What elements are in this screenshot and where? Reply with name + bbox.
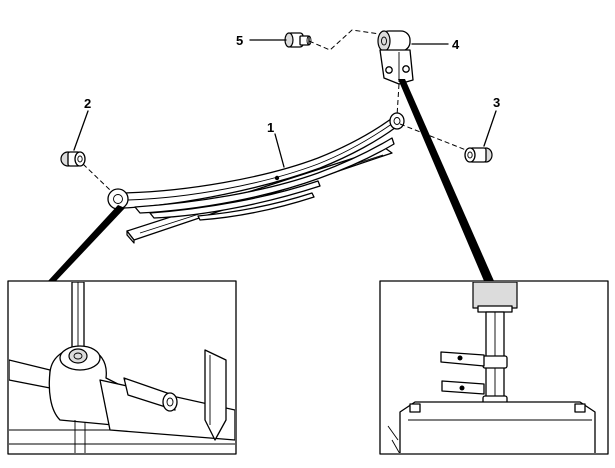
callouts: 1 2 3 4 5: [84, 33, 500, 135]
callout-1: 1: [267, 120, 274, 135]
callout-4: 4: [452, 37, 460, 52]
shackle: [377, 30, 414, 85]
callout-2: 2: [84, 96, 91, 111]
front-bushing: [60, 151, 86, 167]
leader-lines: [73, 39, 497, 168]
callout-5: 5: [236, 33, 243, 48]
detail-connectors: [48, 79, 494, 281]
leaf-spring: [107, 112, 405, 221]
shackle-detail: [379, 280, 609, 455]
callout-3: 3: [493, 95, 500, 110]
assembly-lines: [82, 29, 467, 191]
shackle-bolt: [284, 32, 312, 48]
front-eye-detail: [7, 280, 237, 455]
rear-bushing: [464, 147, 493, 163]
